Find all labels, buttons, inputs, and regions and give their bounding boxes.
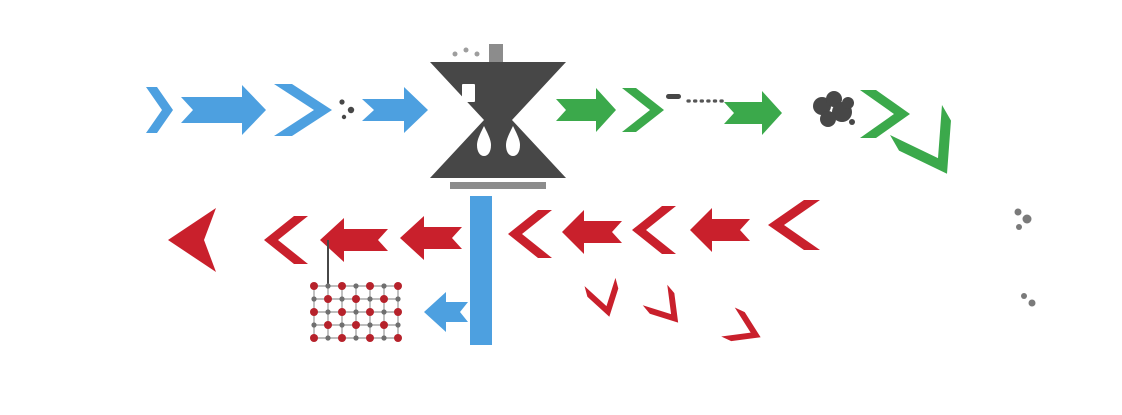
- top-flow-green: [556, 88, 951, 174]
- return-flow-red: [168, 200, 820, 272]
- green-arrow-icon: [556, 88, 616, 132]
- residue-dot: [1021, 293, 1027, 299]
- red-branch-chevron-icon: [721, 307, 761, 342]
- steam-dot: [463, 47, 469, 53]
- lattice-icon: [310, 282, 402, 342]
- steam-dot: [474, 51, 480, 57]
- blue-arrow-icon: [362, 87, 428, 133]
- blue-chevron-icon: [274, 84, 332, 136]
- flame-icon: [477, 126, 491, 156]
- red-chevron-icon: [768, 200, 820, 250]
- furnace-base-bar: [450, 182, 546, 189]
- particles-icon: [339, 99, 355, 120]
- red-arrow-icon: [690, 208, 750, 252]
- steam-dots-icon: [452, 47, 480, 57]
- residue-dot: [1014, 208, 1022, 216]
- dash-icon: [666, 94, 681, 99]
- blue-chevron-icon: [146, 87, 173, 133]
- red-arrowhead-icon: [168, 208, 216, 272]
- green-chevron-icon: [622, 88, 664, 132]
- chimney-icon: [489, 44, 503, 64]
- red-arrow-icon: [562, 210, 622, 254]
- residue-dot: [1028, 299, 1036, 307]
- red-arrow-icon: [400, 216, 462, 260]
- green-chevron-down-icon: [890, 105, 951, 174]
- flame-icon: [506, 126, 520, 156]
- cluster-blob: [849, 119, 855, 125]
- red-chevron-icon: [632, 206, 676, 254]
- residue-dot: [1016, 224, 1022, 230]
- blue-left-arrow-icon: [424, 292, 468, 332]
- green-arrow-icon: [724, 91, 782, 135]
- cluster-icon: [813, 91, 855, 127]
- furnace-body: [430, 62, 566, 178]
- red-chevron-icon: [264, 216, 308, 264]
- red-branch-chevron-icon: [584, 277, 619, 317]
- residue-dots-icon: [1014, 208, 1036, 307]
- sample-window-icon: [462, 84, 475, 102]
- center-blue: [424, 196, 492, 345]
- blue-arrow-icon: [181, 85, 266, 135]
- red-chevron-icon: [508, 210, 552, 258]
- top-flow-blue: [146, 84, 428, 136]
- green-chevron-icon: [860, 90, 910, 138]
- return-branch-red: [584, 277, 761, 342]
- residue-dot: [1022, 214, 1032, 224]
- particle-dot: [347, 106, 355, 114]
- cluster-blob: [820, 111, 836, 127]
- steam-dot: [452, 51, 458, 57]
- particle-dot: [341, 114, 347, 120]
- red-arrow-icon: [320, 218, 388, 262]
- furnace-icon: [430, 44, 566, 189]
- blue-down-bar: [470, 196, 492, 345]
- cluster-blob: [842, 97, 854, 109]
- red-branch-chevron-icon: [642, 284, 679, 323]
- particle-dot: [339, 99, 345, 105]
